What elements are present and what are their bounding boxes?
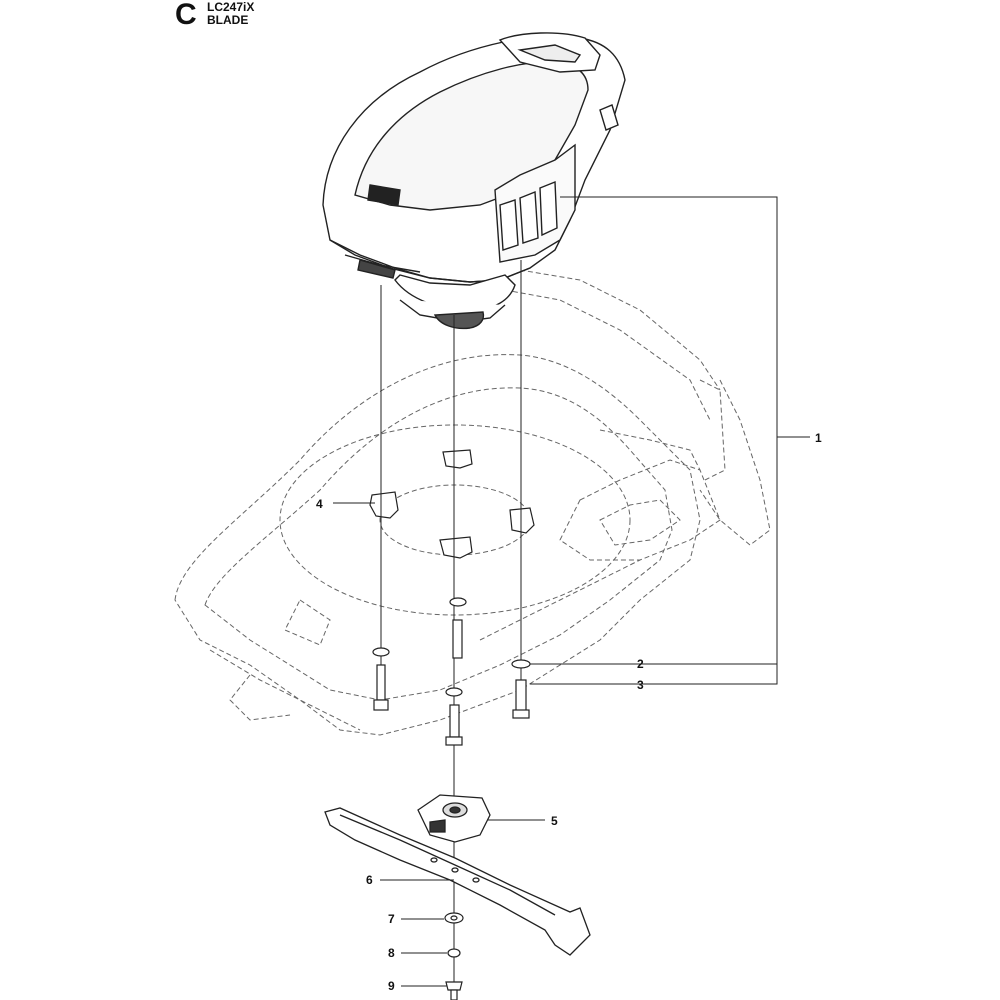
model-number: LC247iX	[207, 0, 255, 14]
callout-2: 2	[637, 657, 644, 671]
callout-3: 3	[637, 678, 644, 692]
blade-bolt-stack	[444, 912, 464, 1000]
motor-housing	[322, 32, 626, 330]
callout-1: 1	[815, 431, 822, 445]
diagram-title: BLADE	[207, 13, 249, 27]
mower-blade	[324, 807, 591, 956]
mower-deck-outline	[174, 269, 771, 736]
callout-4: 4	[316, 497, 323, 511]
blade-adapter	[417, 794, 491, 843]
bolts-washers	[372, 597, 531, 746]
section-letter: C	[175, 0, 197, 31]
callout-8: 8	[388, 946, 395, 960]
deck-clips	[369, 449, 535, 559]
callout-6: 6	[366, 873, 373, 887]
callout-9: 9	[388, 979, 395, 993]
diagram-header: C LC247iX BLADE	[0, 0, 300, 40]
callout-5: 5	[551, 814, 558, 828]
leader-lines	[333, 196, 810, 987]
callout-labels: 1 2 3 4 5 6 7 8 9	[316, 431, 822, 993]
callout-7: 7	[388, 912, 395, 926]
